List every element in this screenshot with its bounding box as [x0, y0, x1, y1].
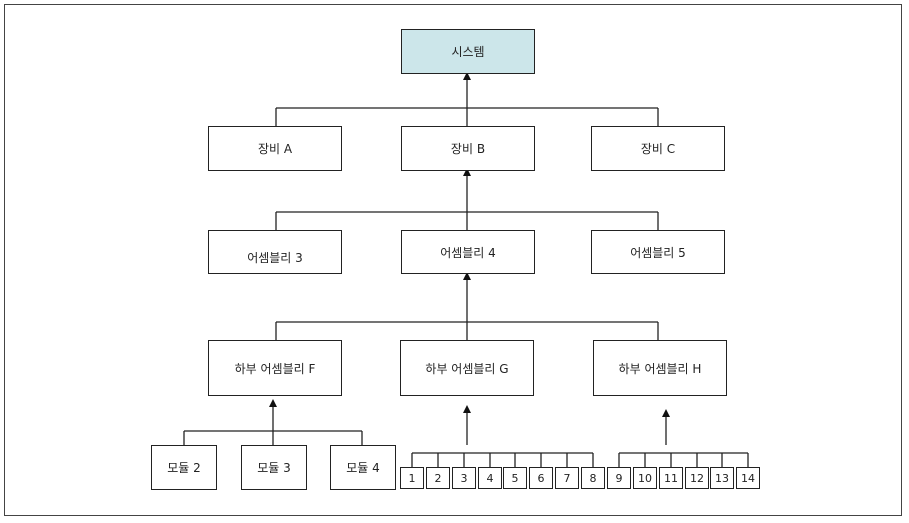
diagram-frame — [4, 4, 902, 516]
part-node: 3 — [452, 467, 476, 489]
assembly-4-node: 어셈블리 4 — [401, 230, 535, 274]
equipment-a-node: 장비 A — [208, 126, 342, 171]
part-node: 11 — [659, 467, 683, 489]
part-node: 9 — [607, 467, 631, 489]
system-node: 시스템 — [401, 29, 535, 74]
part-node: 7 — [555, 467, 579, 489]
part-node: 14 — [736, 467, 760, 489]
subassembly-g-node: 하부 어셈블리 G — [400, 340, 534, 396]
part-node: 10 — [633, 467, 657, 489]
part-node: 4 — [478, 467, 502, 489]
part-node: 12 — [685, 467, 709, 489]
part-node: 8 — [581, 467, 605, 489]
equipment-c-node: 장비 C — [591, 126, 725, 171]
module-3-node: 모듈 3 — [241, 445, 307, 490]
module-4-node: 모듈 4 — [330, 445, 396, 490]
part-node: 2 — [426, 467, 450, 489]
subassembly-f-node: 하부 어셈블리 F — [208, 340, 342, 396]
module-2-node: 모듈 2 — [151, 445, 217, 490]
subassembly-h-node: 하부 어셈블리 H — [593, 340, 727, 396]
part-node: 1 — [400, 467, 424, 489]
equipment-b-node: 장비 B — [401, 126, 535, 171]
assembly-5-node: 어셈블리 5 — [591, 230, 725, 274]
assembly-3-node: 어셈블리 3 — [208, 230, 342, 274]
part-node: 5 — [503, 467, 527, 489]
part-node: 6 — [529, 467, 553, 489]
part-node: 13 — [710, 467, 734, 489]
